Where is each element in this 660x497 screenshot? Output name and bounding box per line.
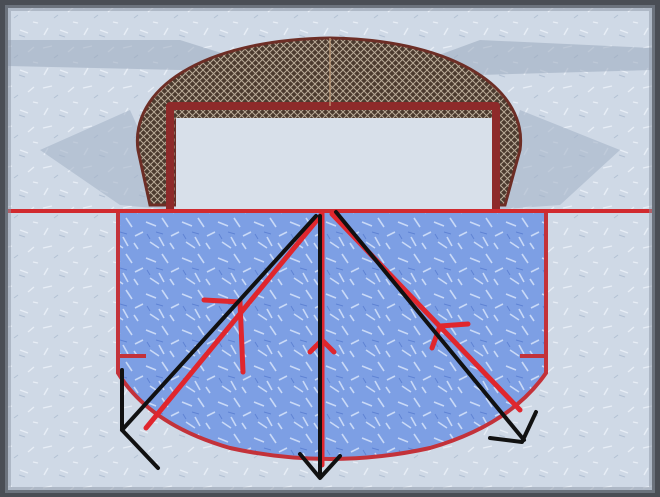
goal-mouth bbox=[176, 118, 492, 210]
goal-crease bbox=[118, 213, 546, 459]
